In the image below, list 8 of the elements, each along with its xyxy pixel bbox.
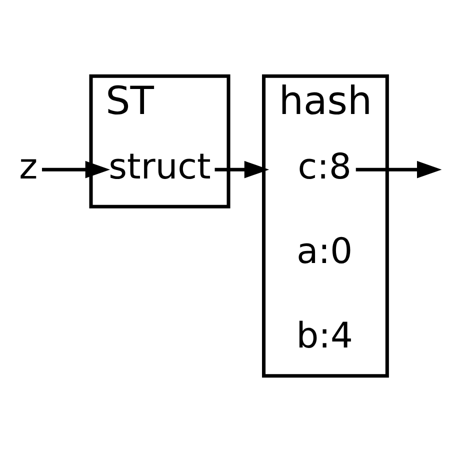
node-text: c:8 — [298, 146, 352, 187]
node-text: struct — [108, 146, 211, 187]
arrow — [42, 160, 110, 178]
arrow — [214, 160, 270, 178]
node-text: b:4 — [296, 315, 353, 356]
arrow — [356, 160, 442, 178]
node-text: z — [19, 146, 38, 187]
node-text: a:0 — [296, 230, 353, 272]
